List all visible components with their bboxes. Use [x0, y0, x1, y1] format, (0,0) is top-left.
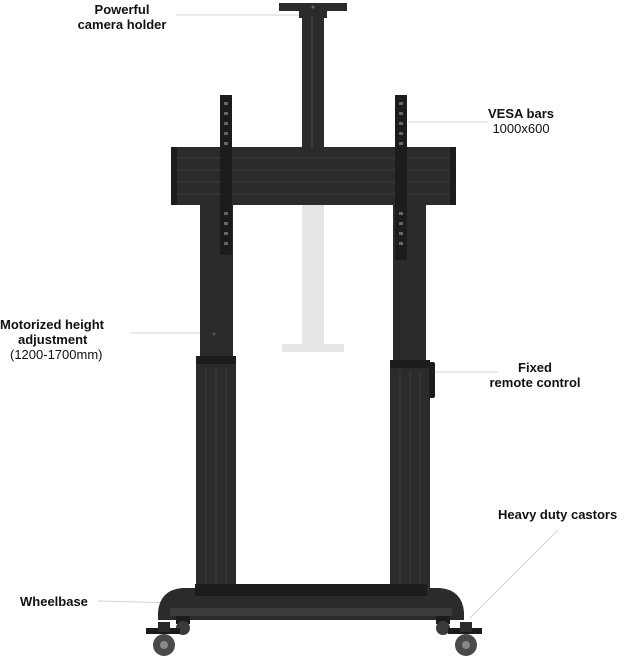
label-wheelbase: Wheelbase: [20, 594, 88, 609]
crossbar: [171, 147, 456, 205]
label-vesa-line2: 1000x600: [492, 121, 550, 136]
label-camera-holder: Powerful camera holder: [70, 2, 174, 32]
upper-columns: [200, 205, 426, 363]
castor-front-right: [448, 622, 482, 656]
label-castors-line1: Heavy duty castors: [498, 507, 618, 522]
vesa-bars: [220, 95, 407, 260]
wheelbase: [158, 584, 464, 620]
castors: [146, 616, 482, 656]
leader-lines: [97, 14, 559, 619]
label-motor-line2: adjustment: [18, 332, 88, 347]
remote-control: [429, 362, 435, 398]
label-vesa-bars: VESA bars 1000x600: [466, 106, 576, 136]
label-camera-line1: Powerful: [94, 2, 150, 17]
castor-front-left: [146, 622, 180, 656]
leader-castors: [469, 529, 559, 619]
label-wheelbase-line1: Wheelbase: [20, 594, 88, 609]
label-remote-line1: Fixed: [518, 360, 552, 375]
label-motorized-height: Motorized height adjustment (1200-1700mm…: [0, 317, 104, 362]
label-motor-line1: Motorized height: [0, 317, 104, 332]
camera-column-lowered-ghost: [282, 205, 344, 352]
label-heavy-duty-castors: Heavy duty castors: [498, 507, 617, 522]
castor-rear-right: [436, 616, 450, 635]
label-vesa-line1: VESA bars: [488, 106, 554, 121]
camera-holder: [279, 3, 347, 150]
label-remote-line2: remote control: [489, 375, 581, 390]
label-motor-line3: (1200-1700mm): [10, 347, 103, 362]
label-camera-line2: camera holder: [77, 17, 167, 32]
label-remote-control: Fixed remote control: [483, 360, 587, 390]
lower-columns: [196, 356, 430, 592]
